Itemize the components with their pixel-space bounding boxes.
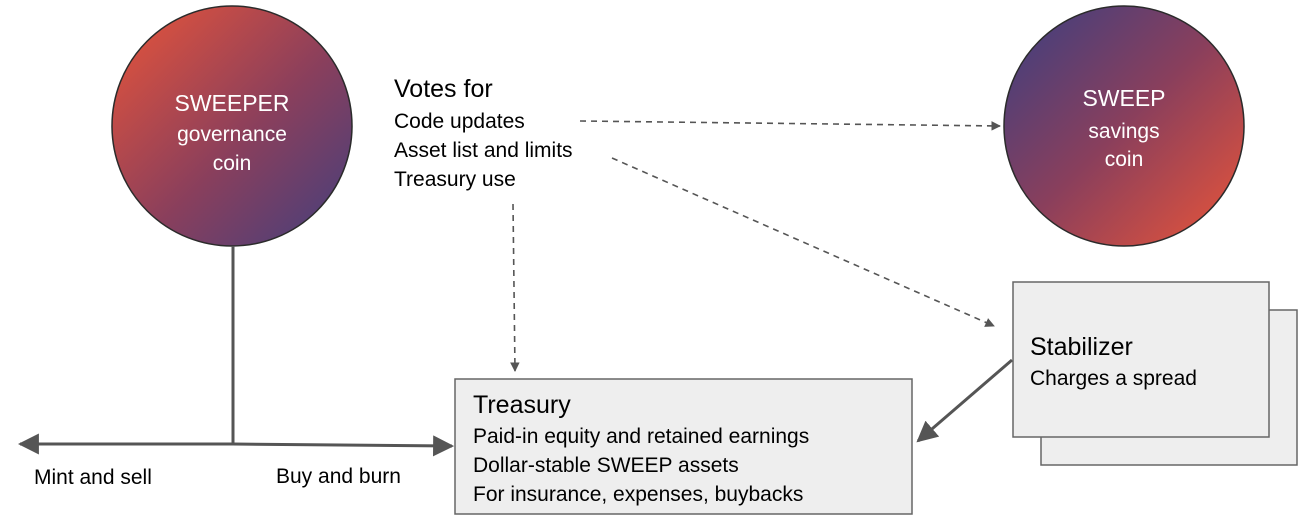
treasury-title: Treasury <box>473 391 571 419</box>
governance-coin-line2: governance <box>177 123 287 146</box>
stabilizer-front-box <box>1012 281 1270 438</box>
vote-arrow-to-treasury <box>510 203 520 372</box>
governance-coin-line3: coin <box>213 152 252 175</box>
buy-and-burn-arrow <box>232 435 455 457</box>
stabilizer-subtitle: Charges a spread <box>1030 367 1197 390</box>
mint-and-sell-label: Mint and sell <box>34 466 152 489</box>
votes-item-treasury-use: Treasury use <box>394 168 516 191</box>
treasury-line-uses: For insurance, expenses, buybacks <box>473 483 803 506</box>
governance-coin: SWEEPER governance coin <box>111 5 353 247</box>
savings-coin-title: SWEEP <box>1082 85 1165 111</box>
vote-arrow-to-stabilizer <box>611 157 995 327</box>
votes-block: Votes for Code updates Asset list and li… <box>394 75 573 191</box>
treasury-box <box>454 378 913 515</box>
treasury-line-assets: Dollar-stable SWEEP assets <box>473 454 739 477</box>
savings-coin-line3: coin <box>1105 148 1144 171</box>
votes-heading: Votes for <box>394 75 493 103</box>
savings-coin-line2: savings <box>1088 120 1159 143</box>
buy-and-burn-label: Buy and burn <box>276 465 401 488</box>
governance-coin-title: SWEEPER <box>174 90 289 116</box>
stabilizer-to-treasury-arrow <box>916 358 1013 443</box>
stabilizer-title: Stabilizer <box>1030 333 1133 361</box>
treasury-line-equity: Paid-in equity and retained earnings <box>473 425 809 448</box>
stabilizer: Stabilizer Charges a spread <box>1012 281 1298 466</box>
votes-item-code-updates: Code updates <box>394 110 525 133</box>
savings-coin: SWEEP savings coin <box>1003 5 1245 247</box>
treasury: Treasury Paid-in equity and retained ear… <box>454 378 913 515</box>
votes-item-asset-list: Asset list and limits <box>394 139 573 162</box>
vote-arrow-to-savings-coin <box>579 120 1001 131</box>
savings-coin-circle <box>1003 5 1245 247</box>
